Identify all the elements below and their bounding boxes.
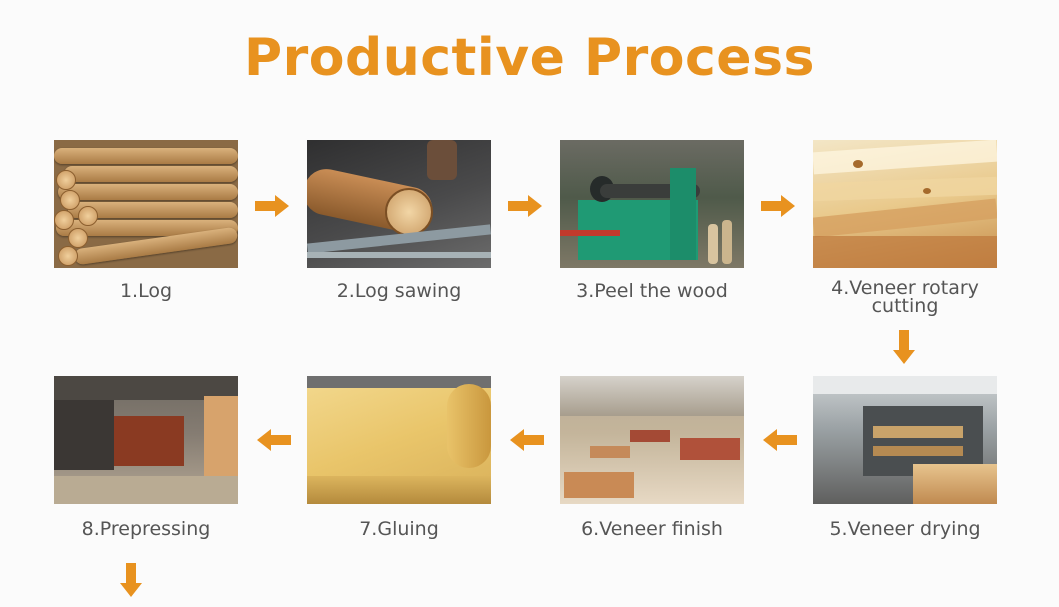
veneer-warehouse-photo bbox=[560, 376, 744, 504]
step-label: 4.Veneer rotary cutting bbox=[813, 277, 997, 317]
right-arrow-icon bbox=[761, 195, 795, 217]
step-prepressing: 8.Prepressing bbox=[54, 376, 238, 540]
step-veneer-drying: 5.Veneer drying bbox=[813, 376, 997, 540]
down-arrow-icon bbox=[893, 330, 915, 364]
step-peel-the-wood: 3.Peel the wood bbox=[560, 140, 744, 302]
step-label: 3.Peel the wood bbox=[576, 280, 728, 302]
step-label: 1.Log bbox=[119, 280, 173, 302]
left-arrow-icon bbox=[510, 429, 544, 451]
prepress-line-photo bbox=[54, 376, 238, 504]
label-line: cutting bbox=[871, 295, 939, 317]
step-veneer-finish: 6.Veneer finish bbox=[560, 376, 744, 540]
page-title: Productive Process bbox=[244, 28, 815, 88]
step-gluing: 7.Gluing bbox=[307, 376, 491, 540]
right-arrow-icon bbox=[255, 195, 289, 217]
step-label: 5.Veneer drying bbox=[829, 518, 981, 540]
right-arrow-icon bbox=[508, 195, 542, 217]
step-label: 2.Log sawing bbox=[336, 280, 462, 302]
down-arrow-icon bbox=[120, 563, 142, 597]
step-log: 1.Log bbox=[54, 140, 238, 302]
log-pile-photo bbox=[54, 140, 238, 268]
log-sawing-photo bbox=[307, 140, 491, 268]
left-arrow-icon bbox=[763, 429, 797, 451]
step-veneer-rotary-cutting: 4.Veneer rotary cutting bbox=[813, 140, 997, 317]
label-line: 4.Veneer rotary bbox=[831, 277, 979, 299]
step-label: 6.Veneer finish bbox=[581, 518, 723, 540]
step-log-sawing: 2.Log sawing bbox=[307, 140, 491, 302]
left-arrow-icon bbox=[257, 429, 291, 451]
glue-roller-photo bbox=[307, 376, 491, 504]
step-label: 8.Prepressing bbox=[81, 518, 211, 540]
peeling-machine-photo bbox=[560, 140, 744, 268]
veneer-sheet-photo bbox=[813, 140, 997, 268]
step-label: 7.Gluing bbox=[359, 518, 439, 540]
veneer-dryer-photo bbox=[813, 376, 997, 504]
